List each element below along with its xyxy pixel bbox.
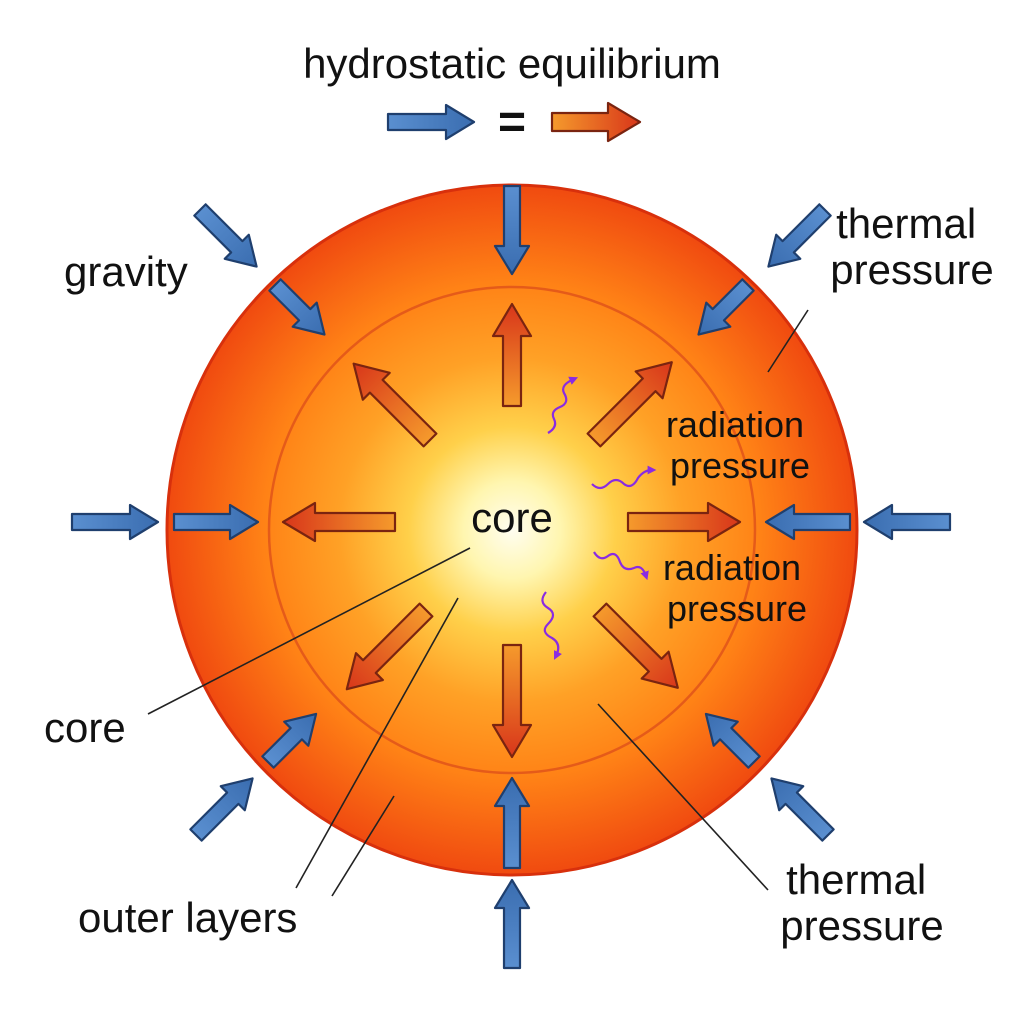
gravity-arrow-icon xyxy=(261,712,318,769)
gravity-arrow-icon xyxy=(704,712,761,769)
star-inner-boundary xyxy=(267,285,757,775)
thermal-pressure-arrow-icon xyxy=(626,501,742,543)
gravity-arrow-icon xyxy=(862,503,952,541)
radiation-waves xyxy=(541,376,657,660)
label-radiation-pressure-1-line2: pressure xyxy=(670,445,810,486)
label-radiation-pressure-2-line1: radiation xyxy=(663,547,801,588)
thermal-pressure-arrow-icon xyxy=(491,643,533,759)
gravity-arrow-icon xyxy=(767,203,832,268)
gravity-arrow-icon xyxy=(70,503,160,541)
legend-pressure-arrow-icon xyxy=(550,101,642,143)
label-core-center: core xyxy=(471,494,553,541)
legend-pressure-arrow xyxy=(550,101,642,143)
label-core-left: core xyxy=(44,704,126,751)
force-arrows xyxy=(70,184,952,970)
label-thermal-pressure-top-line1: thermal xyxy=(836,200,976,247)
gravity-arrow-icon xyxy=(189,777,254,842)
thermal-pressure-arrow-icon xyxy=(352,362,438,448)
gravity-arrow-icon xyxy=(193,203,258,268)
leader-line-outer-1 xyxy=(295,597,459,889)
label-thermal-pressure-bottom: thermal pressure xyxy=(780,856,943,949)
leader-lines xyxy=(147,309,809,897)
label-thermal-pressure-bottom-line2: pressure xyxy=(780,902,943,949)
label-thermal-pressure-top-line2: pressure xyxy=(830,246,993,293)
thermal-pressure-arrow-icon xyxy=(281,501,397,543)
gravity-arrow-icon xyxy=(770,777,835,842)
label-radiation-pressure-1: radiation pressure xyxy=(666,404,814,486)
radiation-wave-icon xyxy=(593,551,649,581)
label-gravity: gravity xyxy=(64,248,188,295)
thermal-pressure-arrow-icon xyxy=(586,361,673,448)
leader-line-core xyxy=(147,547,471,715)
gravity-arrow-icon xyxy=(493,184,531,276)
gravity-arrow-icon xyxy=(493,776,531,870)
leader-line-outer-2 xyxy=(331,795,395,897)
gravity-arrow-icon xyxy=(493,878,531,970)
radiation-wave-icon xyxy=(547,376,579,434)
thermal-pressure-arrow-icon xyxy=(345,602,434,691)
legend-gravity-arrow-icon xyxy=(386,103,476,141)
label-thermal-pressure-bottom-line1: thermal xyxy=(786,856,926,903)
label-radiation-pressure-1-line1: radiation xyxy=(666,404,804,445)
leader-line-thermal-top xyxy=(767,309,809,373)
thermal-pressure-arrow-icon xyxy=(491,302,533,408)
gravity-arrow-icon xyxy=(697,278,755,336)
label-radiation-pressure-2: radiation pressure xyxy=(663,547,811,629)
legend-equals-sign: = xyxy=(498,96,526,149)
diagram-title: hydrostatic equilibrium xyxy=(303,40,721,87)
label-thermal-pressure-top: thermal pressure xyxy=(830,200,993,293)
radiation-wave-icon xyxy=(541,591,562,660)
label-radiation-pressure-2-line2: pressure xyxy=(667,588,807,629)
radiation-wave-icon xyxy=(591,465,657,490)
gravity-arrow-icon xyxy=(268,278,326,336)
label-outer-layers: outer layers xyxy=(78,894,297,941)
gravity-arrow-icon xyxy=(764,503,852,541)
leader-line-thermal-bottom xyxy=(597,703,769,891)
thermal-pressure-arrow-icon xyxy=(592,602,679,689)
gravity-arrow-icon xyxy=(172,503,260,541)
legend: = xyxy=(386,96,642,149)
legend-gravity-arrow xyxy=(386,103,476,141)
